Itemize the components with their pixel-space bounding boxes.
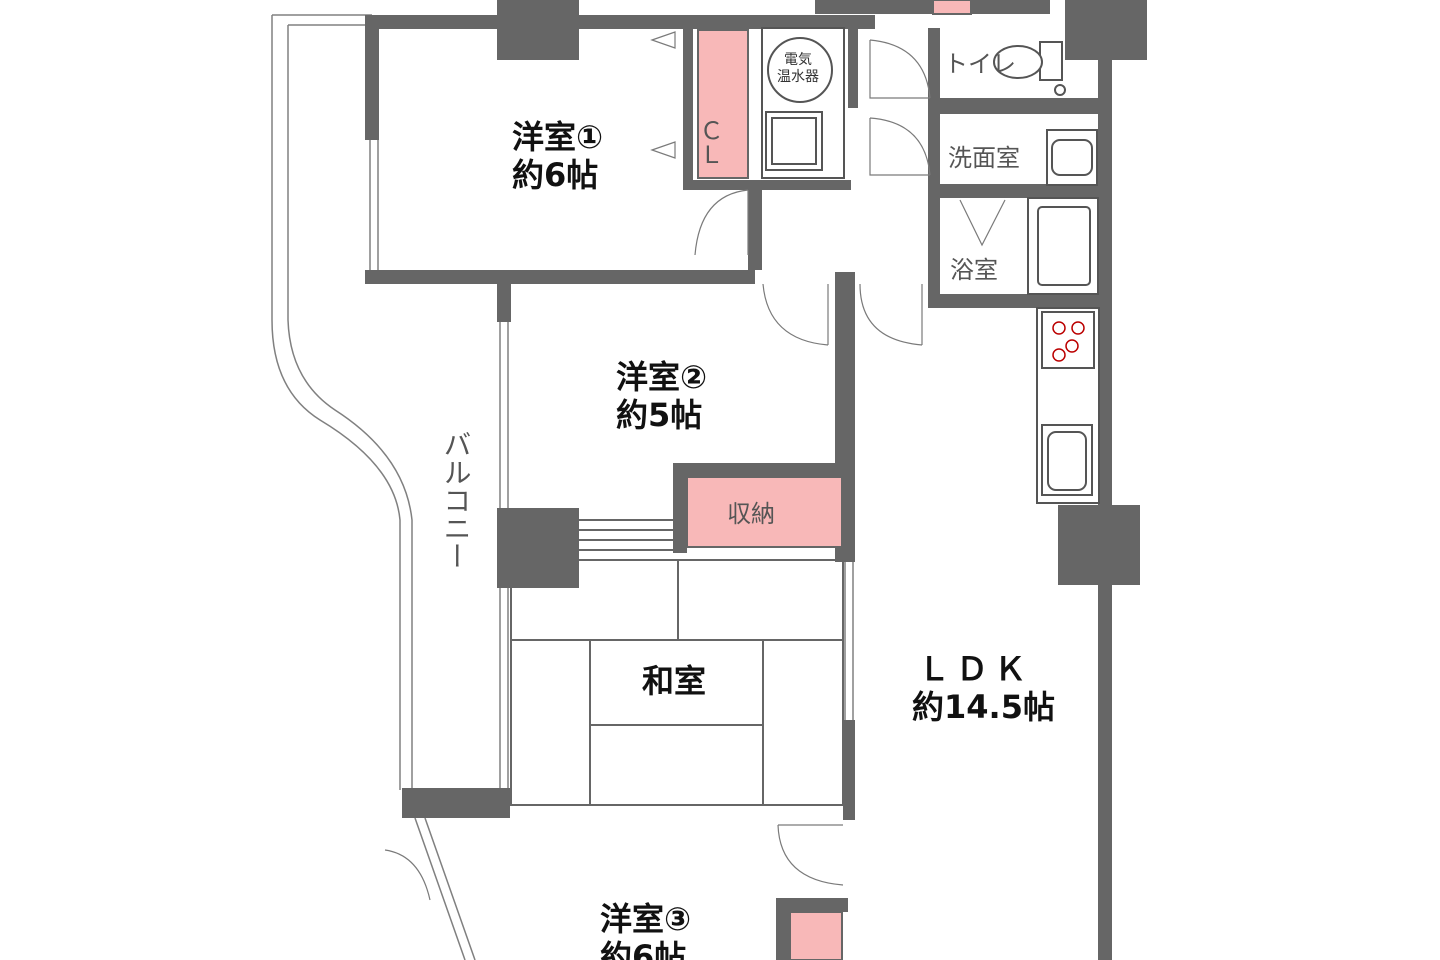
ldk-size: 約14.5帖 <box>912 688 1055 726</box>
heater-label-2: 温水器 <box>777 69 819 85</box>
washroom-label: 洗面室 <box>948 144 1020 172</box>
storage-shuno <box>686 476 843 548</box>
storage-top <box>932 0 972 15</box>
heater-label-1: 電気 <box>784 52 812 68</box>
kitchen-sink-icon <box>1041 424 1093 496</box>
room1-size: 約6帖 <box>512 156 598 194</box>
doors <box>384 31 1006 901</box>
japanese-room-name: 和室 <box>642 662 706 700</box>
bathtub-icon <box>1027 197 1099 295</box>
room2-name: 洋室② <box>616 358 707 396</box>
balcony-label: バルコニー <box>440 430 473 570</box>
closet-label: ＣＬ <box>695 118 723 166</box>
toilet-icon <box>993 41 1066 96</box>
windows <box>369 140 854 960</box>
balcony <box>271 14 413 790</box>
tatami <box>510 519 844 806</box>
room1-name: 洋室① <box>512 118 603 156</box>
toilet-label: トイレ <box>944 50 1016 78</box>
closet-cl <box>697 29 749 179</box>
room2-size: 約5帖 <box>616 396 702 434</box>
room3-size: 約6帖 <box>600 938 686 960</box>
bathroom-label: 浴室 <box>950 256 998 284</box>
stove-icon <box>1041 311 1095 369</box>
sink-icon <box>1046 129 1098 186</box>
ldk-name: ＬＤＫ <box>918 650 1032 688</box>
room3-name: 洋室③ <box>600 900 691 938</box>
shuno-label: 収納 <box>727 500 775 528</box>
storage-room3 <box>789 911 843 960</box>
water-heater <box>761 27 845 179</box>
